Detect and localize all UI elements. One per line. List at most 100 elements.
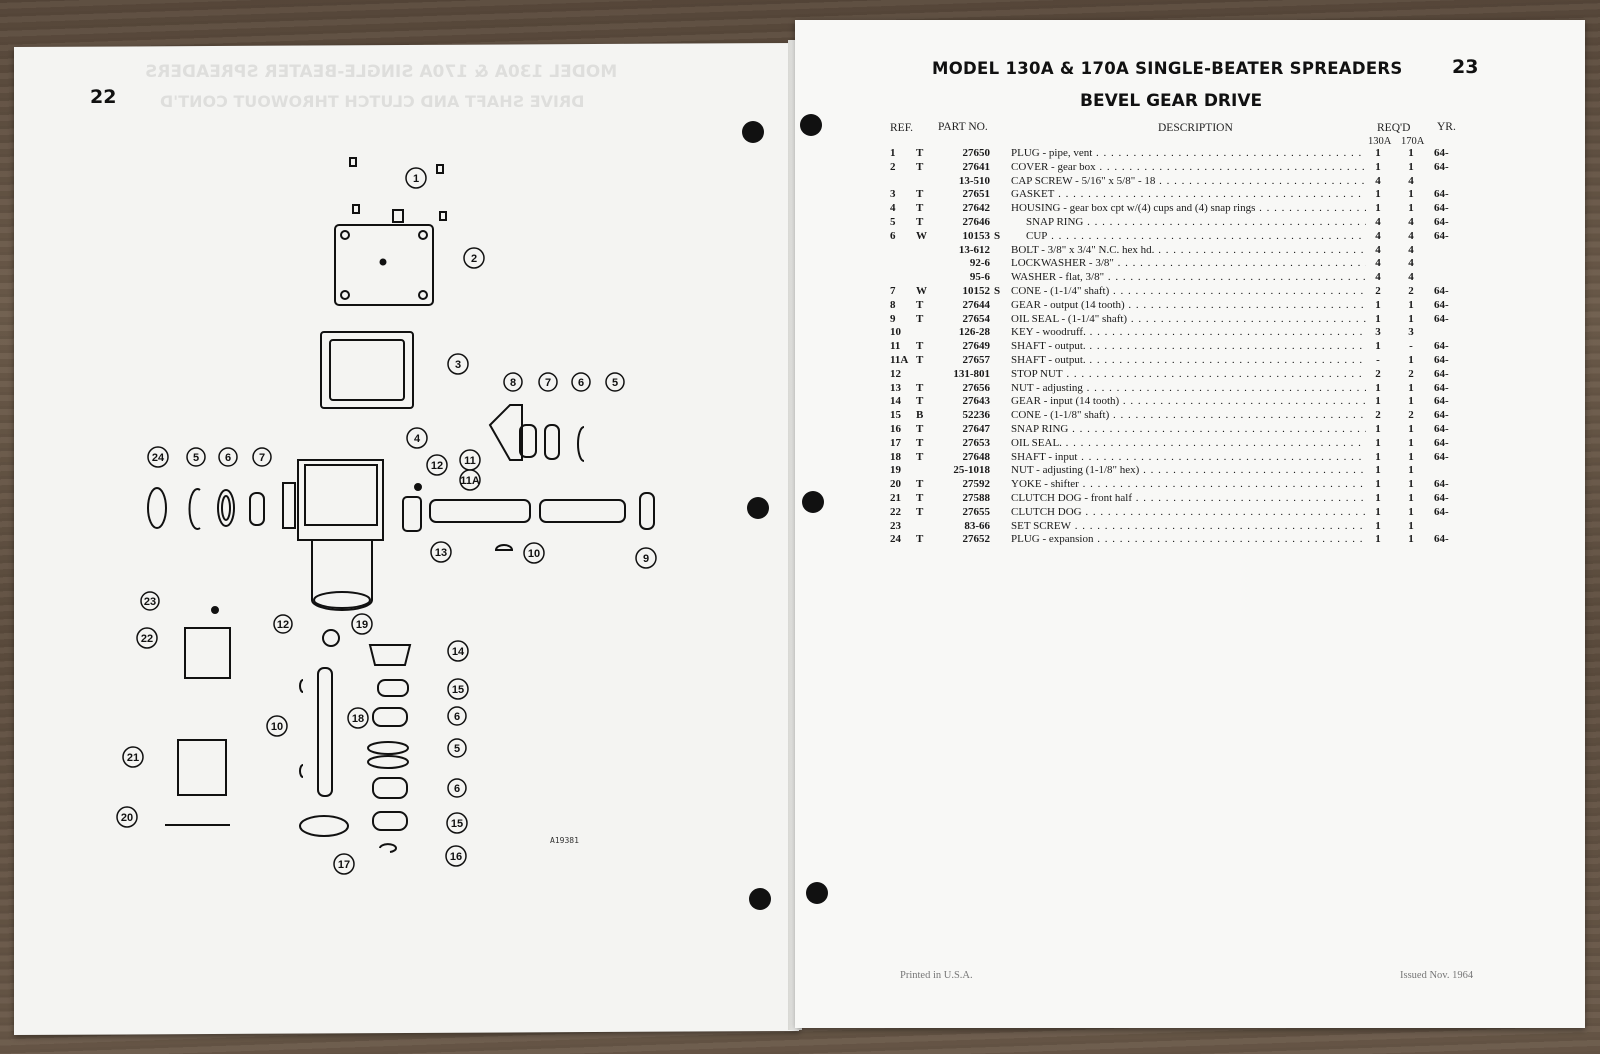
part-number: 10153 bbox=[962, 229, 991, 242]
part-ref: 16 bbox=[890, 422, 901, 435]
part-number: 25-1018 bbox=[953, 464, 990, 477]
qty-130a: 4 bbox=[1375, 271, 1381, 284]
part-number: 52236 bbox=[962, 409, 991, 422]
part-number: 27647 bbox=[962, 422, 991, 435]
qty-130a: 1 bbox=[1375, 381, 1381, 394]
qty-130a: 1 bbox=[1375, 450, 1381, 463]
col-head-part-no: PART NO. bbox=[938, 121, 988, 133]
part-description: LOCKWASHER - 3/8" bbox=[1011, 257, 1366, 271]
part-year: 64- bbox=[1434, 312, 1449, 325]
parts-table-row: 3T27651GASKET1164- bbox=[886, 188, 1496, 202]
part-description: COVER - gear box bbox=[1011, 161, 1366, 175]
part-ref: 17 bbox=[890, 436, 901, 449]
svg-text:7: 7 bbox=[545, 377, 551, 389]
part-source-code: T bbox=[916, 533, 924, 546]
part-number: 131-801 bbox=[953, 367, 990, 380]
qty-170a: 4 bbox=[1408, 229, 1414, 242]
part-year: 64- bbox=[1434, 450, 1449, 463]
part-description: SET SCREW bbox=[1011, 520, 1366, 534]
part-ref: 14 bbox=[890, 395, 901, 408]
qty-130a: 4 bbox=[1375, 257, 1381, 270]
qty-170a: 3 bbox=[1408, 326, 1414, 339]
part-description: SNAP RING bbox=[1011, 423, 1366, 437]
bleed-through-subtitle: DRIVE SHAFT AND CLUTCH THROWOUT CONT'D bbox=[160, 92, 585, 111]
qty-130a: 1 bbox=[1375, 312, 1381, 325]
part-description: CONE - (1-1/4" shaft) bbox=[1011, 285, 1366, 299]
part-ref: 23 bbox=[890, 519, 901, 532]
part-number: 27649 bbox=[962, 340, 991, 353]
part-number: 27657 bbox=[962, 353, 991, 366]
binder-hole bbox=[749, 888, 771, 910]
part-number: 27650 bbox=[962, 147, 991, 159]
col-head-130a: 130A bbox=[1368, 136, 1392, 147]
part-description: CONE - (1-1/8" shaft) bbox=[1011, 409, 1366, 423]
part-year: 64- bbox=[1434, 229, 1449, 242]
binder-hole bbox=[742, 121, 764, 143]
qty-170a: 1 bbox=[1408, 381, 1414, 394]
part-description: KEY - woodruff. bbox=[1011, 326, 1366, 340]
col-head-ref: REF. bbox=[890, 122, 914, 134]
svg-text:6: 6 bbox=[578, 377, 584, 389]
part-description: PLUG - expansion bbox=[1011, 533, 1366, 547]
part-ref: 12 bbox=[890, 367, 901, 380]
part-source-code: T bbox=[916, 450, 924, 463]
part-ref: 21 bbox=[890, 491, 901, 504]
qty-130a: 4 bbox=[1375, 243, 1381, 256]
qty-170a: 1 bbox=[1408, 147, 1414, 159]
parts-table-row: 6W10153SCUP4464- bbox=[886, 230, 1496, 244]
part-year: 64- bbox=[1434, 436, 1449, 449]
part-source-code: T bbox=[916, 381, 924, 394]
part-source-code: T bbox=[916, 436, 924, 449]
svg-text:10: 10 bbox=[528, 548, 540, 560]
part-source-code: T bbox=[916, 478, 924, 491]
part-year: 64- bbox=[1434, 381, 1449, 394]
left-page-number: 22 bbox=[90, 86, 117, 108]
part-source-code: B bbox=[916, 409, 924, 422]
qty-130a: 1 bbox=[1375, 298, 1381, 311]
qty-130a: 1 bbox=[1375, 188, 1381, 201]
part-year: 64- bbox=[1434, 478, 1449, 491]
part-description: NUT - adjusting bbox=[1011, 382, 1366, 396]
qty-130a: 1 bbox=[1375, 436, 1381, 449]
part-ref: 6 bbox=[890, 229, 896, 242]
part-year: 64- bbox=[1434, 215, 1449, 228]
binder-hole bbox=[802, 491, 824, 513]
part-description: PLUG - pipe, vent bbox=[1011, 147, 1366, 161]
qty-170a: 1 bbox=[1408, 491, 1414, 504]
right-page-number: 23 bbox=[1452, 56, 1479, 78]
part-ref: 4 bbox=[890, 202, 896, 215]
svg-text:20: 20 bbox=[121, 812, 133, 824]
part-number: 27655 bbox=[962, 505, 991, 518]
qty-130a: 1 bbox=[1375, 519, 1381, 532]
part-number: 27646 bbox=[962, 215, 991, 228]
bleed-through-title: MODEL 130A & 170A SINGLE-BEATER SPREADER… bbox=[145, 62, 618, 82]
qty-170a: 2 bbox=[1408, 284, 1414, 297]
qty-170a: 1 bbox=[1408, 519, 1414, 532]
part-year: 64- bbox=[1434, 422, 1449, 435]
qty-130a: 4 bbox=[1375, 229, 1381, 242]
part-description: NUT - adjusting (1-1/8" hex) bbox=[1011, 464, 1366, 478]
part-description: OIL SEAL - (1-1/4" shaft) bbox=[1011, 313, 1366, 327]
qty-170a: 4 bbox=[1408, 215, 1414, 228]
part-description: WASHER - flat, 3/8" bbox=[1011, 271, 1366, 285]
part-ref: 8 bbox=[890, 298, 896, 311]
part-number: 27654 bbox=[962, 312, 991, 325]
qty-170a: 1 bbox=[1408, 450, 1414, 463]
qty-170a: - bbox=[1409, 340, 1413, 353]
part-description: CLUTCH DOG - front half bbox=[1011, 492, 1366, 506]
qty-130a: 4 bbox=[1375, 215, 1381, 228]
